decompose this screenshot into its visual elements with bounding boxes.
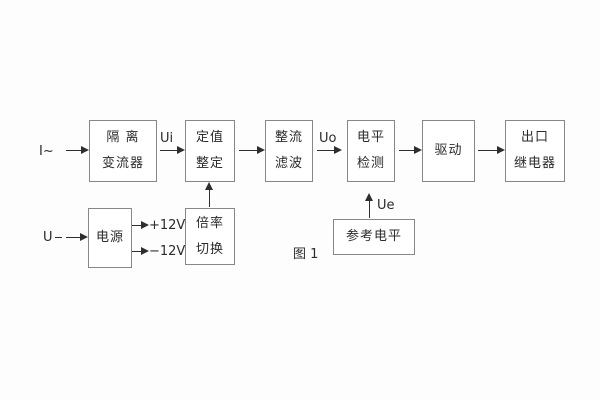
block-ratio-switch: 倍率 切换 [185, 208, 235, 265]
arrow-isolation-to-setting-icon [160, 146, 185, 154]
arrow-setting-to-rectifier-icon [239, 146, 265, 154]
block-label: 电源 [95, 230, 124, 245]
arrow-rectifier-to-detector-icon [317, 146, 342, 154]
block-level-detector: 电平 检测 [347, 120, 395, 182]
block-label: 倍率 [195, 215, 224, 231]
block-label: 切换 [195, 241, 224, 257]
voltage-input-line-segment [55, 237, 62, 238]
block-power-supply: 电源 [88, 208, 132, 268]
block-label: 继电器 [513, 156, 556, 171]
block-label: 滤波 [274, 156, 303, 171]
block-label: 定值 [195, 130, 224, 145]
block-label: 隔 离 [106, 130, 140, 145]
block-reference-level: 参考电平 [333, 219, 415, 255]
input-current-label: I~ [39, 144, 54, 159]
block-output-relay: 出口 继电器 [505, 120, 565, 182]
arrow-driver-to-relay-icon [478, 146, 505, 154]
block-rectifier-filter: 整流 滤波 [265, 120, 313, 182]
block-label: 电平 [356, 130, 385, 145]
block-isolation-transformer: 隔 离 变流器 [89, 120, 157, 182]
signal-ue-label: Ue [377, 198, 395, 213]
block-label: 参考电平 [345, 229, 402, 244]
arrow-minus-12v-icon [132, 247, 149, 255]
block-driver: 驱动 [422, 120, 475, 182]
arrow-plus-12v-icon [132, 221, 149, 229]
arrow-ratio-to-setting-icon [205, 182, 213, 207]
minus-12v-label: −12V [149, 244, 186, 259]
input-voltage-label: U [43, 230, 53, 245]
figure-caption: 图 1 [293, 247, 319, 262]
block-setpoint-setting: 定值 整定 [185, 120, 235, 182]
block-label: 检测 [356, 156, 385, 171]
block-label: 驱动 [434, 143, 463, 158]
signal-ui-label: Ui [160, 131, 174, 146]
arrow-detector-to-driver-icon [399, 146, 422, 154]
arrow-voltage-input-icon [66, 233, 88, 241]
arrow-reference-to-detector-icon [365, 193, 373, 218]
block-label: 变流器 [101, 156, 144, 171]
block-label: 整流 [274, 130, 303, 145]
plus-12v-label: +12V [149, 218, 186, 233]
signal-uo-label: Uo [319, 131, 337, 146]
block-label: 整定 [195, 156, 224, 171]
arrow-current-input-icon [66, 146, 89, 154]
block-label: 出口 [520, 130, 549, 145]
